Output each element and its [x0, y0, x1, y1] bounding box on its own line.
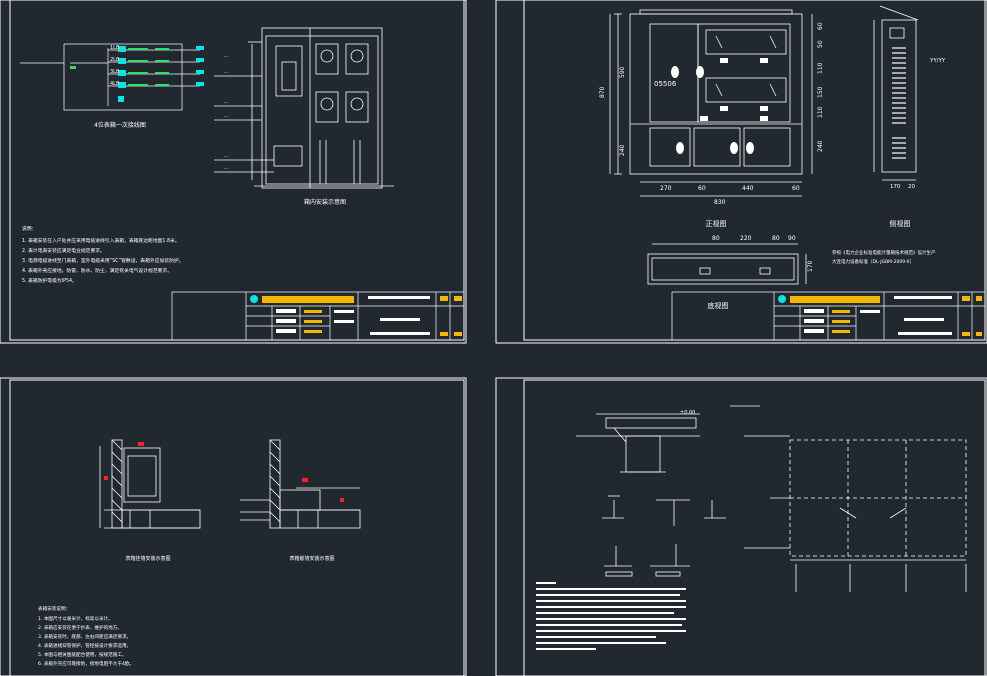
note-line: 2. 表箱应安装在便于抄表、维护的地方。: [38, 624, 122, 631]
embedded-section: [240, 439, 361, 529]
note-line: 5. 表箱防护等级为IP54。: [22, 277, 77, 284]
note-line: 6. 表箱外壳应可靠接地，接地电阻不大于4欧。: [38, 660, 134, 667]
dim-bottom: 80: [772, 235, 780, 242]
dim-upper-height: 590: [619, 66, 626, 78]
bottom-view: [647, 243, 807, 285]
side-dimensions: YY/YY 170 20: [890, 58, 946, 190]
notes-title: 说明：: [22, 225, 36, 232]
breaker-label: 1LB: [110, 45, 120, 51]
note-line: 4. 表箱进线穿管保护，管径按设计要求选用。: [38, 642, 131, 649]
sheet-installation-sections[interactable]: 表箱挂墙安装示意图 表箱嵌墙安装示意图 表箱安装说明： 1. 本图尺寸: [0, 377, 467, 676]
title-block-fills: [778, 295, 982, 336]
dim-bottom-height: 170: [807, 260, 814, 272]
side-vents: [892, 47, 906, 159]
side-label: YY/YY: [929, 58, 946, 64]
dim-width: 270: [660, 185, 672, 192]
wall-mount-section: [99, 439, 201, 529]
note-line: 5. 本图与相关图纸配合使用，按规范施工。: [38, 651, 127, 658]
title-block[interactable]: [171, 291, 465, 341]
install-drawing: [214, 27, 394, 189]
caption-embedded: 表箱嵌墙安装示意图: [289, 555, 334, 562]
note-line: 4. 表箱外壳应接地，防雷、防水、防尘，满足有关电气设计规范要求。: [22, 267, 172, 274]
bottom-view-caption: 底视图: [708, 301, 729, 310]
svg-text:···: ···: [224, 71, 228, 76]
svg-text:···: ···: [224, 55, 228, 60]
note-line: 3. 表箱安装时，底部、左右间距应满足要求。: [38, 633, 131, 640]
title-block[interactable]: [671, 291, 986, 341]
wall-mount-markers: [104, 442, 144, 480]
dim-right: 110: [817, 62, 824, 74]
notes-title: 表箱安装说明：: [38, 605, 70, 612]
sheet-wiring-diagram[interactable]: 1LB 2LB 3LB 4LB 4位表箱一次接线图: [0, 0, 467, 344]
note-line: 2. 表计电表安装应满足电业规定要求。: [22, 247, 105, 254]
install-caption: 箱内安装示意图: [304, 198, 346, 206]
foundation-section: [576, 405, 760, 473]
front-view-caption: 正视图: [706, 219, 727, 228]
sheet-cabinet-views[interactable]: 870 590 240 270 60 440 60 830 60 50 110 …: [495, 0, 987, 344]
foundation-notes: [536, 582, 686, 650]
dim-bottom: 80: [712, 235, 720, 242]
breaker-label: 3LB: [110, 69, 120, 75]
dim-side: 20: [908, 184, 915, 190]
plan-layout: [744, 435, 967, 592]
title-block-fills: [250, 295, 462, 336]
front-view-locks: [671, 58, 768, 154]
front-dimensions: 870 590 240 270 60 440 60 830 60 50 110 …: [599, 22, 824, 206]
spec-note: 参照《电力企业标准电能计量箱技术规范》设计生产: [832, 249, 936, 256]
one-line-green-marks: [70, 48, 169, 86]
svg-text:···: ···: [224, 155, 228, 160]
breaker-labels: 1LB 2LB 3LB 4LB: [110, 45, 120, 87]
dim-right: 110: [817, 106, 824, 118]
dim-bottom: 220: [740, 235, 752, 242]
side-view: [873, 5, 919, 181]
dim-right: 60: [817, 22, 824, 30]
elevation-label: ±0.00: [680, 410, 695, 416]
dim-right: 150: [817, 86, 824, 98]
spec-code: 大连电力设备标准（DL-JGBM-2009-X）: [832, 258, 914, 265]
note-line: 3. 电源电缆进线至门表箱，室外电缆采用“SC”管敷设，表箱外应加装防护。: [22, 257, 183, 264]
spec-notes: 参照《电力企业标准电能计量箱技术规范》设计生产 大连电力设备标准（DL-JGBM…: [832, 249, 936, 265]
side-view-caption: 侧视图: [890, 219, 911, 228]
dim-bottom: 90: [788, 235, 796, 242]
dim-total-height: 870: [599, 86, 606, 98]
one-line-cyan-marks: [118, 46, 204, 102]
breaker-label: 2LB: [110, 57, 120, 63]
notes-block: 说明： 1. 表箱安装在入户处并应采用电缆进线引入表箱，表箱底边距地面1.8米。…: [22, 225, 183, 284]
install-notes: 表箱安装说明： 1. 本图尺寸以毫米计，标高以米计。 2. 表箱应安装在便于抄表…: [38, 605, 134, 667]
note-line: 1. 本图尺寸以毫米计，标高以米计。: [38, 615, 113, 622]
breaker-label: 4LB: [110, 81, 120, 87]
dim-right: 240: [817, 140, 824, 152]
svg-text:···: ···: [224, 101, 228, 106]
dim-lower-height: 240: [619, 144, 626, 156]
detail-sections: [602, 495, 726, 577]
dim-total-width: 830: [714, 199, 726, 206]
front-view: [609, 9, 813, 197]
sheet-foundation-details[interactable]: ±0.00: [495, 377, 987, 676]
dim-right: 50: [817, 40, 824, 48]
svg-text:···: ···: [224, 167, 228, 172]
embedded-markers: [302, 478, 344, 502]
install-leader-notes: ··· ··· ··· ··· ··· ···: [224, 55, 228, 172]
bottom-dimensions: 80 220 80 90 170: [712, 235, 814, 272]
caption-wall-mount: 表箱挂墙安装示意图: [125, 555, 170, 562]
diagram-caption: 4位表箱一次接线图: [94, 121, 146, 129]
dim-width: 440: [742, 185, 754, 192]
label-code: 05506: [654, 80, 677, 88]
note-line: 1. 表箱安装在入户处并应采用电缆进线引入表箱，表箱底边距地面1.8米。: [22, 237, 180, 244]
dim-width: 60: [698, 185, 706, 192]
dim-side: 170: [890, 184, 901, 190]
dim-width: 60: [792, 185, 800, 192]
svg-text:···: ···: [224, 115, 228, 120]
